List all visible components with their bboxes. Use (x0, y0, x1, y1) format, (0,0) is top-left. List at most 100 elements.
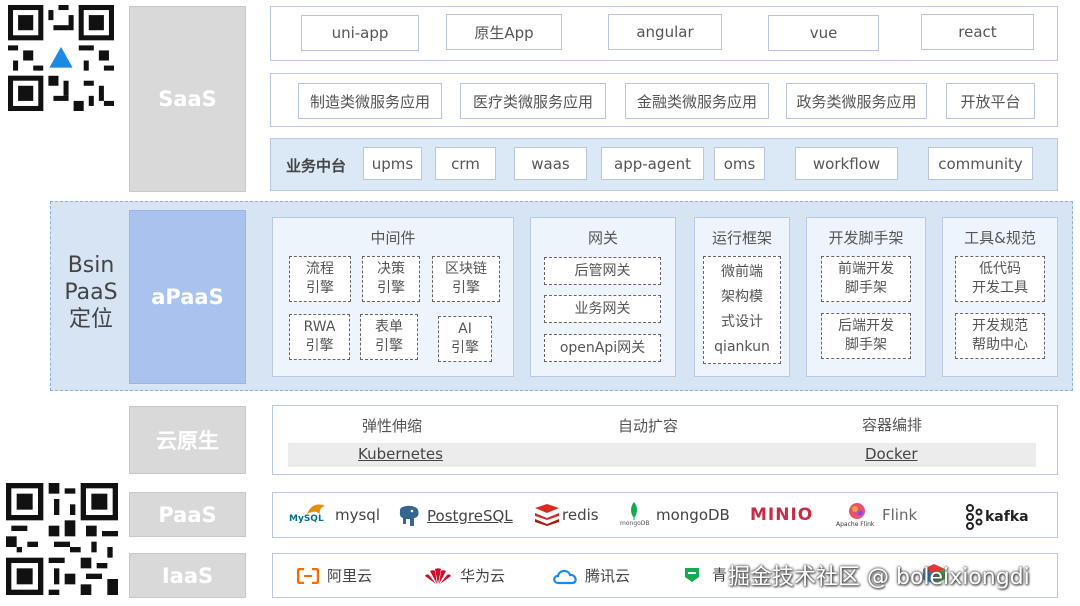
engine-form: 表单 引擎 (360, 314, 418, 360)
tools-lowcode: 低代码 开发工具 (955, 256, 1045, 302)
engine-process: 流程 引擎 (289, 256, 351, 302)
app-medical: 医疗类微服务应用 (460, 83, 606, 119)
runtime-title: 运行框架 (711, 229, 772, 247)
tools-lowcode-l2: 开发工具 (972, 280, 1028, 296)
cloud-native-tool-bar (288, 443, 1036, 467)
qr-code-top (8, 5, 114, 111)
paas-postgresql: PostgreSQL (396, 504, 513, 528)
paas-redis: redis (534, 504, 599, 526)
frontend-vue: vue (768, 15, 879, 51)
engine-form-l1: 表单 (375, 319, 403, 335)
engine-ai-l1: AI (458, 321, 472, 337)
frontend-react: react (921, 14, 1034, 50)
frontend-uniapp: uni-app (301, 15, 419, 51)
flink-logo: Apache Flink (836, 501, 878, 529)
paas-minio: MINIO (750, 505, 814, 525)
layer-cloud-native: 云原生 (129, 406, 246, 474)
tools-lowcode-l1: 低代码 (979, 261, 1021, 277)
cube-icon (923, 564, 945, 584)
paas-mongodb: mongoDB mongoDB (620, 502, 730, 528)
mysql-logo-text: MySQL (289, 514, 324, 524)
runtime-line4: qiankun (714, 339, 770, 355)
engine-process-l2: 引擎 (306, 280, 334, 296)
qingcloud-icon (685, 567, 699, 582)
app-finance: 金融类微服务应用 (625, 83, 769, 119)
scaffold-frontend-l1: 前端开发 (838, 261, 894, 277)
service-workflow: workflow (795, 147, 898, 180)
layer-saas: SaaS (129, 6, 246, 192)
middleware-title: 中间件 (370, 229, 416, 247)
scaffold-backend-l1: 后端开发 (838, 318, 894, 334)
squirrel-icon (849, 503, 865, 519)
capability-orchestration: 容器编排 (862, 416, 923, 434)
app-manufacturing: 制造类微服务应用 (298, 83, 442, 119)
positioning-line1: Bsin (67, 253, 115, 278)
scaffold-backend-l2: 脚手架 (845, 337, 887, 353)
paas-redis-label: redis (562, 506, 599, 524)
engine-form-l2: 引擎 (375, 338, 403, 354)
engine-rwa-l2: 引擎 (305, 338, 334, 354)
layer-apaas: aPaaS (129, 210, 246, 384)
service-crm: crm (435, 147, 496, 180)
engine-rwa-l1: RWA (303, 319, 336, 335)
engine-ai: AI 引擎 (438, 316, 492, 362)
scaffold-title: 开发脚手架 (828, 229, 904, 247)
tool-kubernetes[interactable]: Kubernetes (358, 445, 443, 463)
engine-decision-l1: 决策 (377, 261, 405, 277)
flink-logo-text: Apache Flink (836, 521, 875, 528)
layer-iaas: IaaS (129, 553, 246, 598)
capability-auto-scale: 自动扩容 (618, 417, 679, 435)
iaas-qing-label: 青 (712, 566, 728, 584)
cloud-logo-partial (922, 563, 946, 589)
paas-mongodb-label: mongoDB (656, 506, 730, 524)
mongo-logo-text: mongoDB (620, 520, 650, 527)
redis-icon (535, 504, 559, 526)
tencent-cloud-icon (553, 569, 577, 584)
paas-mysql-label: mysql (335, 506, 380, 524)
engine-rwa: RWA 引擎 (289, 314, 350, 360)
iaas-qingcloud: 青 (682, 564, 727, 585)
iaas-tencent-label: 腾讯云 (585, 567, 631, 585)
gateway-business: 业务网关 (544, 295, 661, 323)
runtime-line2: 架构模 (721, 289, 763, 305)
paas-flink: Apache Flink Flink (836, 501, 917, 529)
iaas-aliyun: 阿里云 (297, 565, 372, 586)
positioning-line3: 定位 (68, 307, 113, 332)
service-app-agent: app-agent (601, 147, 704, 180)
runtime-line1: 微前端 (721, 264, 763, 280)
runtime-line3: 式设计 (721, 314, 763, 330)
iaas-huawei-label: 华为云 (460, 567, 506, 585)
gateway-title: 网关 (587, 229, 618, 247)
capability-elastic-scaling: 弹性伸缩 (362, 417, 423, 435)
scaffold-backend: 后端开发 脚手架 (821, 313, 911, 359)
iaas-aliyun-label: 阿里云 (327, 567, 373, 585)
mongo-logo: mongoDB (620, 502, 650, 528)
gateway-admin: 后管网关 (544, 257, 661, 285)
aliyun-icon (297, 567, 319, 584)
service-waas: waas (514, 147, 587, 180)
leaf-icon (631, 502, 637, 520)
engine-decision-l2: 引擎 (377, 280, 405, 296)
tools-help-l1: 开发规范 (972, 318, 1028, 334)
paas-kafka-label: kafka (985, 509, 1029, 525)
positioning-line2: PaaS (64, 280, 118, 305)
paas-flink-label: Flink (882, 506, 918, 524)
qr-code-bottom (6, 483, 118, 595)
service-upms: upms (363, 147, 422, 180)
tool-docker[interactable]: Docker (865, 445, 918, 463)
frontend-angular: angular (608, 14, 722, 50)
middle-platform-label: 业务中台 (286, 157, 347, 175)
engine-blockchain-l2: 引擎 (452, 280, 480, 296)
tools-help-center: 开发规范 帮助中心 (955, 313, 1045, 359)
engine-ai-l2: 引擎 (451, 340, 479, 356)
watermark: 掘金技术社区 @ boleixiongdi (728, 565, 1030, 590)
paas-kafka: kafka (963, 504, 1029, 530)
mysql-logo: MySQL (289, 502, 331, 528)
gateway-openapi: openApi网关 (544, 334, 661, 362)
dolphin-icon (307, 504, 325, 514)
runtime-microfrontend: 微前端 架构模 式设计 qiankun (703, 256, 781, 364)
frontend-native-app: 原生App (446, 14, 562, 50)
service-oms: oms (714, 147, 765, 180)
engine-decision: 决策 引擎 (362, 256, 420, 302)
scaffold-frontend-l2: 脚手架 (845, 280, 887, 296)
